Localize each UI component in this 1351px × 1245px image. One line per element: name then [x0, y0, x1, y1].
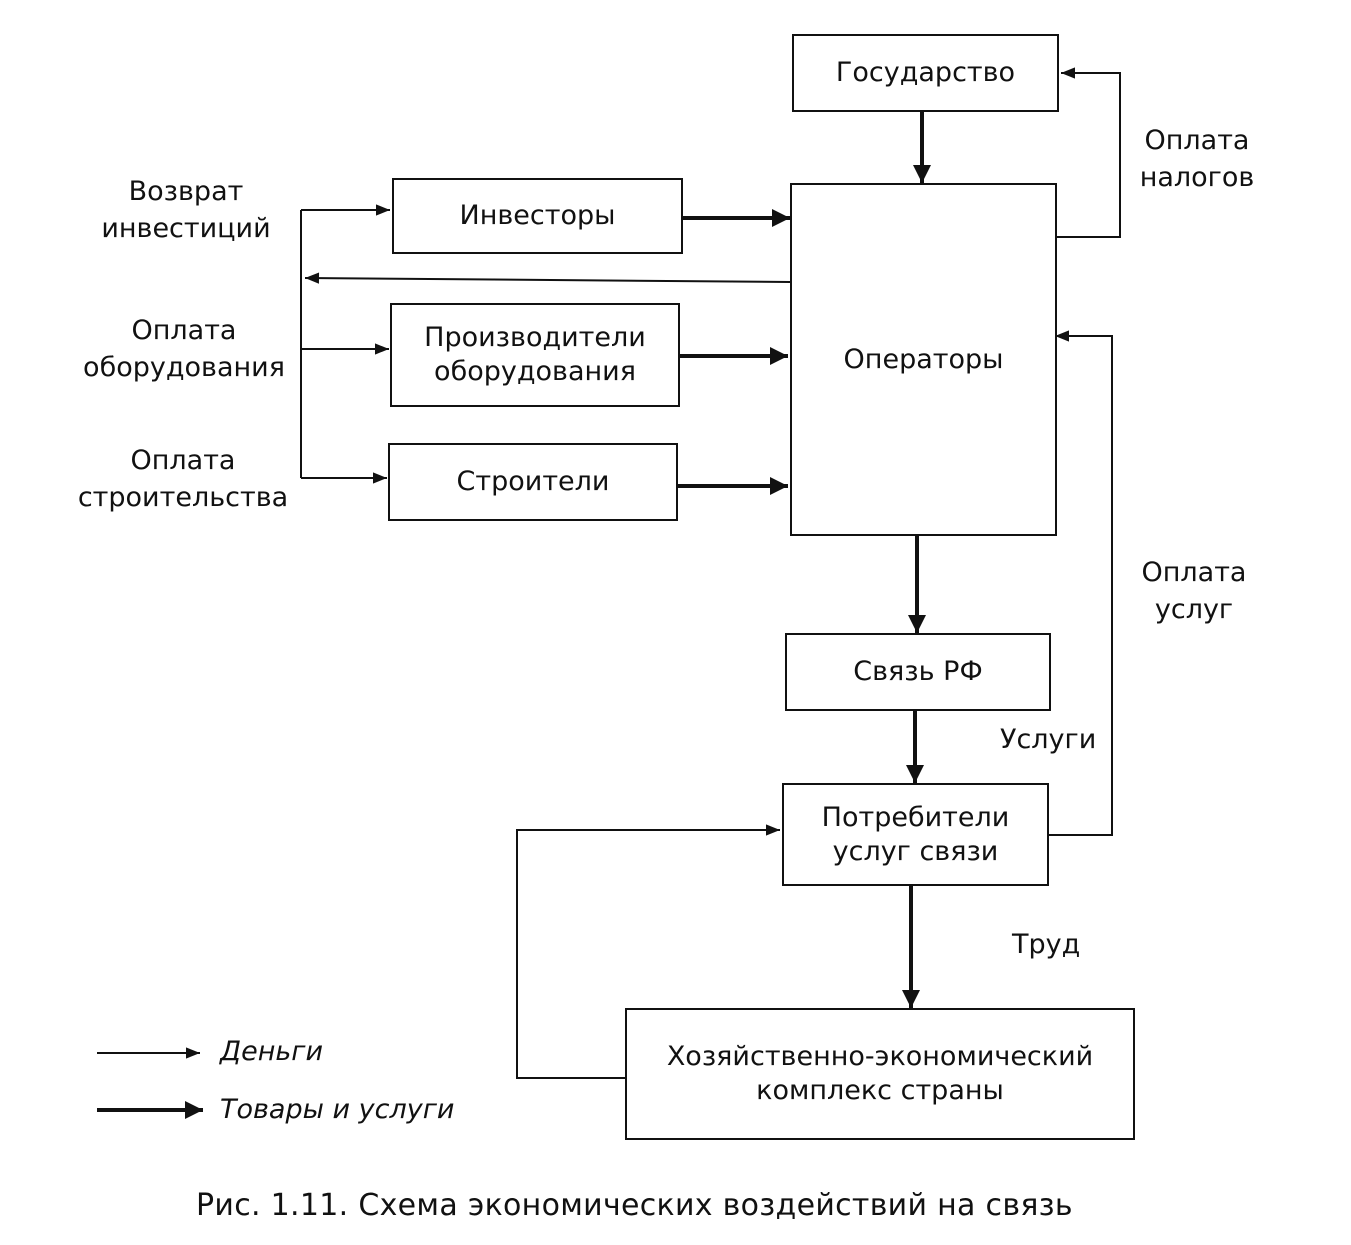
arrow-tax-payment — [1057, 67, 1121, 238]
label-construction-payment: Оплата строительства — [77, 445, 289, 514]
box-svyaz-rf: Связь РФ — [785, 633, 1051, 711]
box-state: Государство — [792, 34, 1059, 112]
arrow-operators-to-left-bus — [304, 272, 791, 284]
box-operators: Операторы — [790, 183, 1057, 536]
box-builders: Строители — [388, 443, 678, 521]
box-economy: Хозяйственно-экономический комплекс стра… — [625, 1008, 1135, 1140]
label-labor: Труд — [1012, 929, 1081, 960]
figure-caption: Рис. 1.11. Схема экономических воздейств… — [196, 1188, 1073, 1223]
box-equipment-makers: Производители оборудования — [390, 303, 680, 407]
label-return-investments: Возврат инвестиций — [101, 176, 271, 245]
arrow-economy-to-consumers — [516, 824, 780, 1079]
label-services: Услуги — [1000, 724, 1097, 755]
legend-goods-label: Товары и услуги — [220, 1094, 455, 1125]
label-services-payment: Оплата услуг — [1141, 557, 1247, 626]
box-investors: Инвесторы — [392, 178, 683, 254]
label-tax-payment: Оплата налогов — [1139, 125, 1255, 194]
box-consumers: Потребители услуг связи — [782, 783, 1049, 886]
arrow-services-payment — [1048, 330, 1113, 836]
label-equipment-payment: Оплата оборудования — [83, 315, 285, 384]
legend-money-label: Деньги — [220, 1036, 324, 1067]
